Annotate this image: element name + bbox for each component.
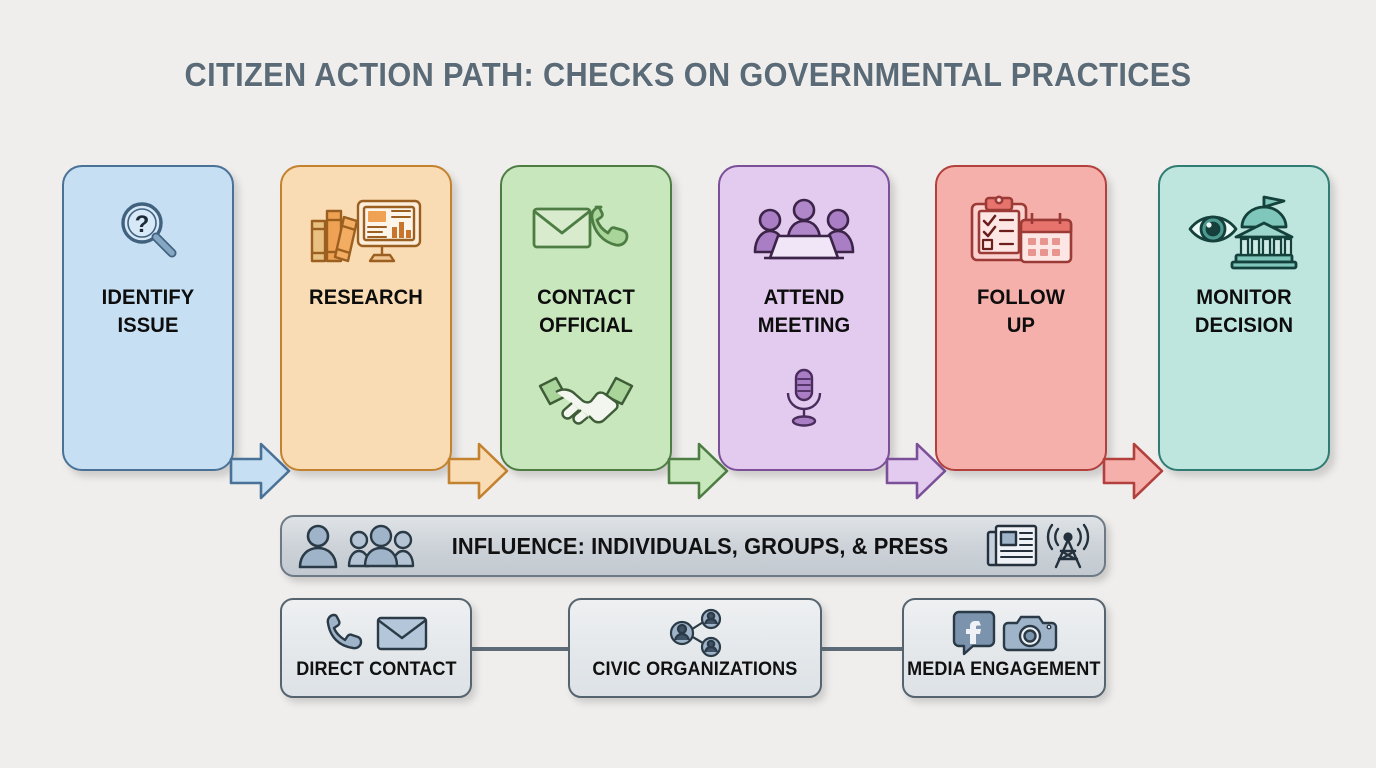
- step-label-line1: IDENTIFY: [101, 286, 195, 309]
- step-label-monitor-decision: MONITOR DECISION: [1167, 284, 1321, 340]
- media-engagement-icons: [952, 609, 1057, 657]
- camera-icon: [1002, 615, 1057, 652]
- step-label-attend-meeting: ATTEND MEETING: [727, 284, 881, 340]
- direct-contact-icons: [325, 609, 428, 657]
- newspaper-icon: [986, 524, 1038, 567]
- step-label-line2: UP: [1006, 313, 1036, 337]
- banner-left-icons: [296, 523, 415, 569]
- step-label-line2: MEETING: [757, 313, 851, 337]
- flow-arrow-5: [1102, 439, 1164, 503]
- step-label-line2: OFFICIAL: [539, 313, 633, 337]
- step-label-line1: RESEARCH: [309, 286, 423, 309]
- influence-banner[interactable]: INFLUENCE: INDIVIDUALS, GROUPS, & PRESS: [280, 515, 1106, 577]
- step-label-identify-issue: IDENTIFY ISSUE: [71, 284, 225, 340]
- step-card-research[interactable]: RESEARCH: [280, 165, 509, 500]
- phone-icon: [326, 613, 362, 650]
- network-people-icon: [669, 608, 722, 658]
- svg-text:?: ?: [135, 211, 150, 238]
- banner-text: INFLUENCE: INDIVIDUALS, GROUPS, & PRESS: [451, 532, 949, 559]
- banner-right-icons: [986, 523, 1090, 569]
- books-and-monitor-icon: [282, 193, 450, 269]
- meeting-table-icon: [720, 193, 888, 269]
- channel-label-media-engagement: MEDIA ENGAGEMENT: [907, 659, 1101, 680]
- people-group-icon: [347, 524, 415, 568]
- channel-box-media-engagement[interactable]: MEDIA ENGAGEMENT: [902, 598, 1106, 698]
- handshake-icon: [502, 363, 670, 433]
- step-label-line1: MONITOR: [1196, 286, 1292, 309]
- page-title: CITIZEN ACTION PATH: CHECKS ON GOVERNMEN…: [184, 56, 1192, 93]
- step-label-line2: ISSUE: [117, 313, 179, 337]
- step-label-contact-official: CONTACT OFFICIAL: [509, 284, 663, 340]
- step-card-identify-issue[interactable]: ? IDENTIFY ISSUE: [62, 165, 291, 500]
- step-card-contact-official[interactable]: CONTACT OFFICIAL: [500, 165, 729, 500]
- step-card-monitor-decision[interactable]: MONITOR DECISION: [1158, 165, 1330, 471]
- channel-box-direct-contact[interactable]: DIRECT CONTACT: [280, 598, 472, 698]
- step-label-research: RESEARCH: [289, 284, 443, 312]
- microphone-icon: [720, 363, 888, 433]
- step-label-line1: CONTACT: [537, 286, 635, 309]
- envelope-phone-icon: [502, 193, 670, 269]
- person-icon: [298, 524, 338, 569]
- channel-label-direct-contact: DIRECT CONTACT: [295, 659, 457, 680]
- step-label-line2: DECISION: [1194, 313, 1294, 337]
- step-card-attend-meeting[interactable]: ATTEND MEETING: [718, 165, 947, 500]
- magnifying-glass-question-icon: ?: [64, 193, 232, 269]
- step-label-line1: ATTEND: [763, 286, 845, 309]
- connector-direct-to-civic: [468, 647, 570, 651]
- eye-capitol-icon: [1160, 193, 1328, 270]
- step-label-line1: FOLLOW: [977, 286, 1065, 309]
- channel-label-civic-organizations: CIVIC ORGANIZATIONS: [592, 659, 798, 680]
- connector-civic-to-media: [820, 647, 904, 651]
- step-label-follow-up: FOLLOW UP: [944, 284, 1098, 340]
- facebook-icon: [952, 610, 995, 656]
- broadcast-tower-icon: [1046, 523, 1090, 569]
- civic-organizations-icons: [666, 608, 724, 658]
- envelope-icon: [376, 616, 427, 651]
- clipboard-calendar-icon: [937, 193, 1105, 269]
- channel-box-civic-organizations[interactable]: CIVIC ORGANIZATIONS: [568, 598, 822, 698]
- step-card-follow-up[interactable]: FOLLOW UP: [935, 165, 1164, 500]
